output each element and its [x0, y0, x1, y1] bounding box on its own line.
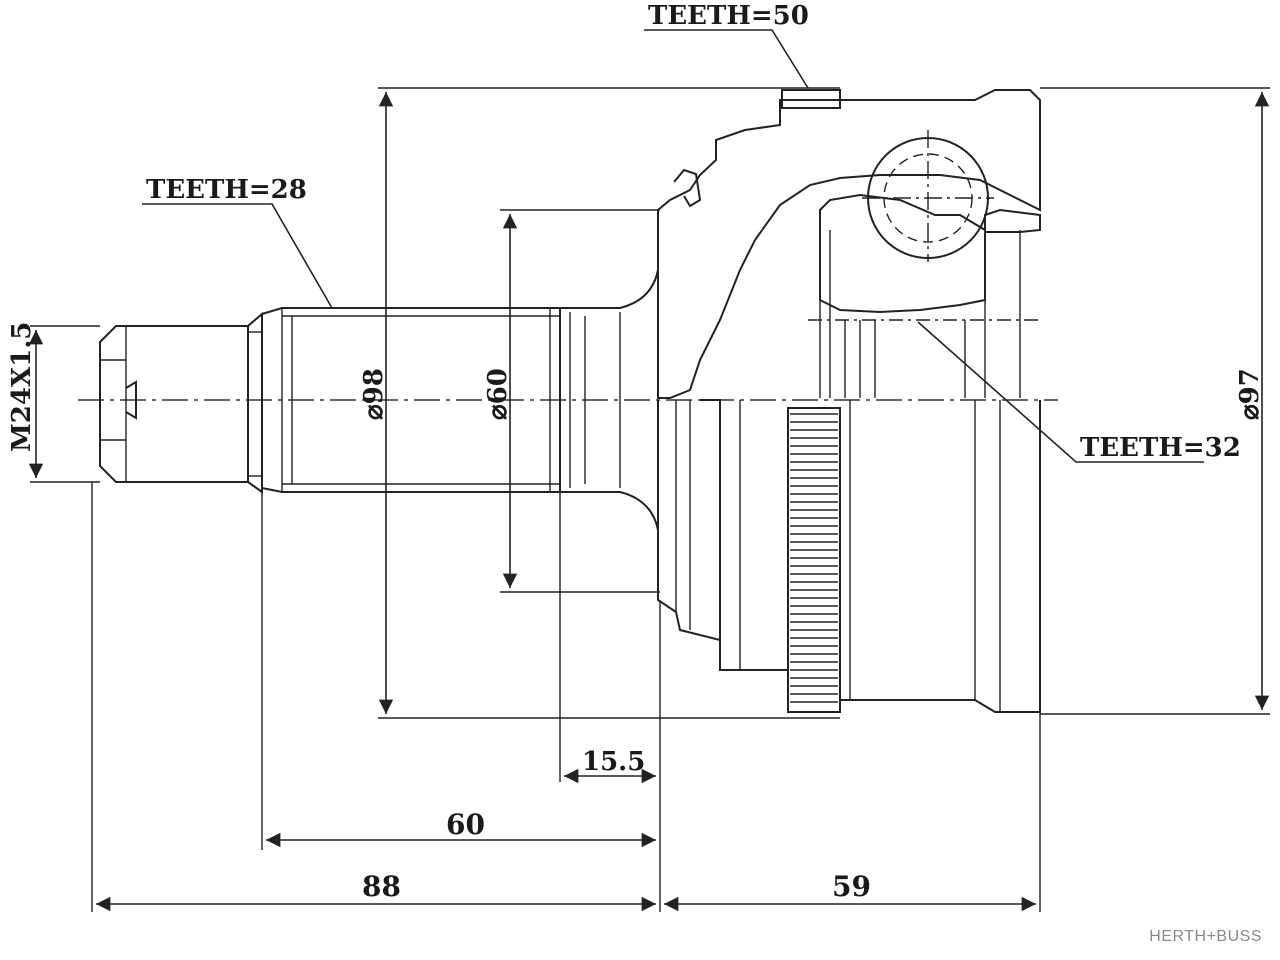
- leader-teeth-50: TEETH=50: [644, 1, 809, 89]
- top-tooth-block: [781, 89, 841, 109]
- inner-race-section: [819, 193, 986, 314]
- ball-element: [862, 130, 994, 262]
- boot-clip: [673, 168, 702, 208]
- threaded-stub: [99, 311, 263, 494]
- inner-bore-lines: [808, 210, 1040, 398]
- leader-teeth-28: TEETH=28: [142, 175, 333, 309]
- dim-label-thread: M24X1.5: [7, 322, 37, 452]
- dim-label-15-5: 15.5: [582, 747, 645, 777]
- label-teeth-32: TEETH=32: [1080, 433, 1241, 463]
- dim-label-60-dia: ⌀60: [483, 368, 513, 420]
- label-teeth-50: TEETH=50: [648, 1, 809, 31]
- abs-tone-ring: [787, 407, 841, 713]
- cage-band: [984, 208, 1041, 233]
- label-teeth-28: TEETH=28: [146, 175, 307, 205]
- housing-lower-half: [657, 399, 1041, 713]
- dim-label-98: ⌀98: [359, 368, 389, 420]
- leader-teeth-32: TEETH=32: [917, 321, 1241, 463]
- brand-logo: HERTH+BUSS: [1149, 928, 1262, 945]
- dim-label-60-len: 60: [446, 808, 485, 841]
- dim-label-97: ⌀97: [1235, 368, 1265, 420]
- shaft-neck: [560, 210, 659, 600]
- dim-label-59: 59: [832, 870, 871, 903]
- dim-label-88: 88: [362, 870, 401, 903]
- bell-housing-section: [657, 89, 1041, 399]
